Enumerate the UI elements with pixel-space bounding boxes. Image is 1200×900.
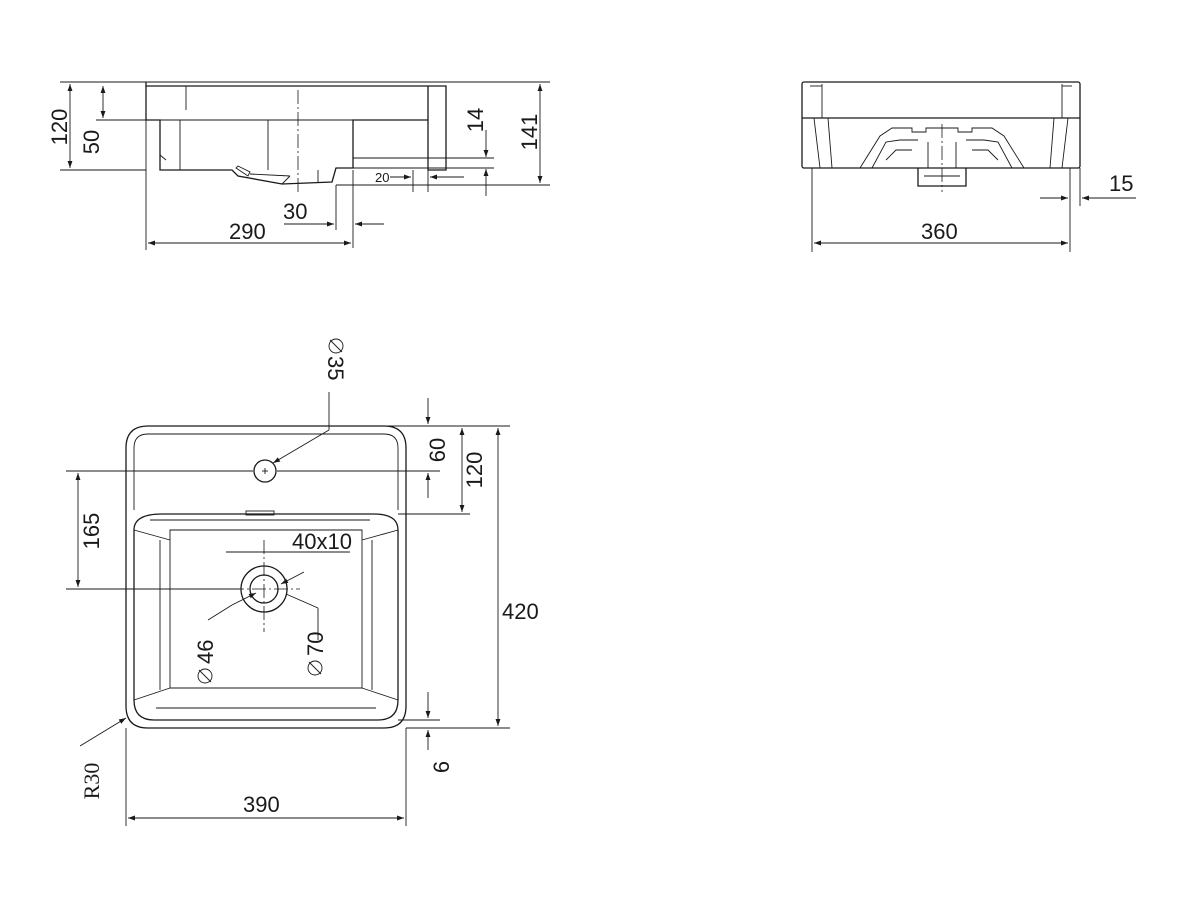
front-dim-15: 15 bbox=[1109, 171, 1133, 196]
plan-dim-radius: R30 bbox=[79, 763, 104, 800]
side-dim-290: 290 bbox=[229, 219, 266, 244]
plan-dim-60: 60 bbox=[425, 438, 450, 462]
plan-dim-tap-hole: 35 bbox=[323, 356, 348, 380]
plan-dim-6: 6 bbox=[429, 761, 454, 773]
side-dim-30: 30 bbox=[283, 199, 307, 224]
side-dim-120: 120 bbox=[47, 109, 72, 146]
side-dim-50: 50 bbox=[79, 130, 104, 154]
front-dim-360: 360 bbox=[921, 219, 958, 244]
front-view-outline bbox=[801, 81, 1081, 192]
plan-dim-165: 165 bbox=[79, 513, 104, 550]
side-view-outline bbox=[145, 81, 447, 192]
plan-view: 35 60 120 420 165 40x10 bbox=[66, 338, 539, 826]
side-dim-141: 141 bbox=[517, 114, 542, 151]
plan-dim-120: 120 bbox=[462, 452, 487, 489]
side-view: 120 50 141 14 20 30 290 bbox=[47, 81, 550, 250]
plan-view-outline bbox=[125, 425, 407, 729]
plan-dim-420: 420 bbox=[502, 599, 539, 624]
plan-dim-overflow: 40x10 bbox=[292, 529, 352, 554]
side-dim-14: 14 bbox=[463, 108, 488, 132]
plan-dim-waste-inner: 46 bbox=[193, 640, 218, 664]
front-view: 15 360 bbox=[801, 81, 1136, 252]
plan-dim-waste-outer: 70 bbox=[303, 632, 328, 656]
plan-dim-390: 390 bbox=[243, 792, 280, 817]
side-dim-20: 20 bbox=[375, 170, 389, 185]
